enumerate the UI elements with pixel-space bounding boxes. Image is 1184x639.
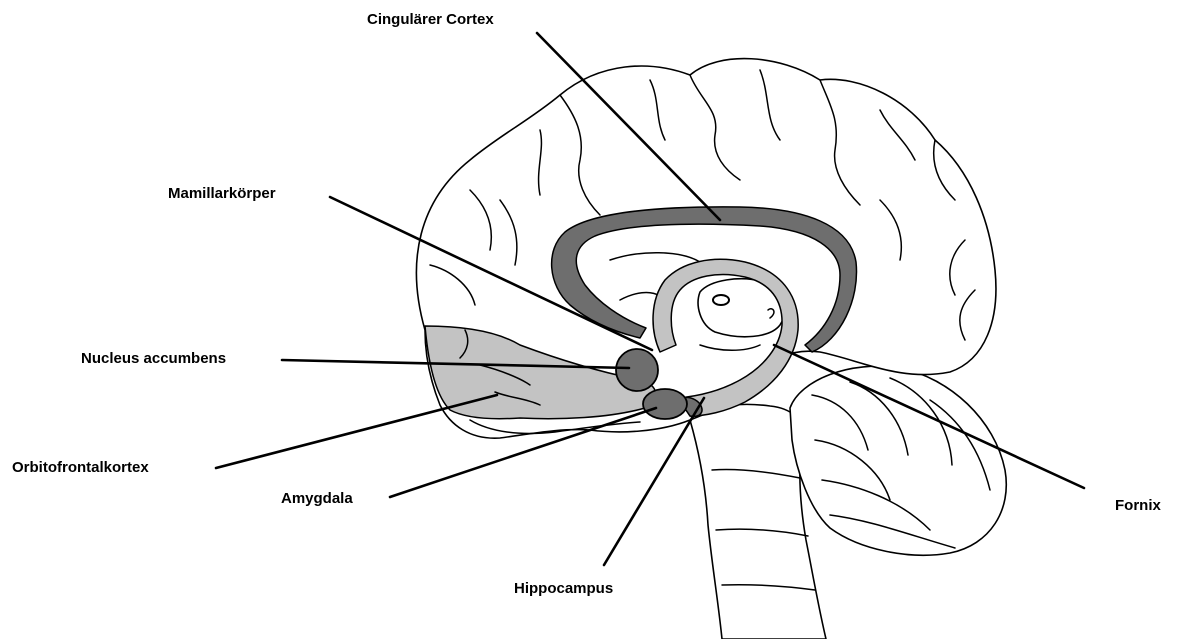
- label-cingulate-cortex: Cingulärer Cortex: [367, 11, 494, 29]
- label-orbitofrontal-cortex: Orbitofrontalkortex: [12, 459, 149, 477]
- label-mammillary-body: Mamillarkörper: [168, 185, 276, 203]
- nucleus-accumbens-region: [616, 349, 658, 391]
- label-hippocampus: Hippocampus: [514, 580, 613, 598]
- leader-orbitofrontal-cortex: [216, 395, 497, 468]
- interthalamic-adhesion: [713, 295, 729, 305]
- label-amygdala: Amygdala: [281, 490, 353, 508]
- amygdala-region: [643, 389, 687, 419]
- cerebellum: [790, 366, 1006, 555]
- label-fornix: Fornix: [1115, 497, 1161, 515]
- label-nucleus-accumbens: Nucleus accumbens: [81, 350, 226, 368]
